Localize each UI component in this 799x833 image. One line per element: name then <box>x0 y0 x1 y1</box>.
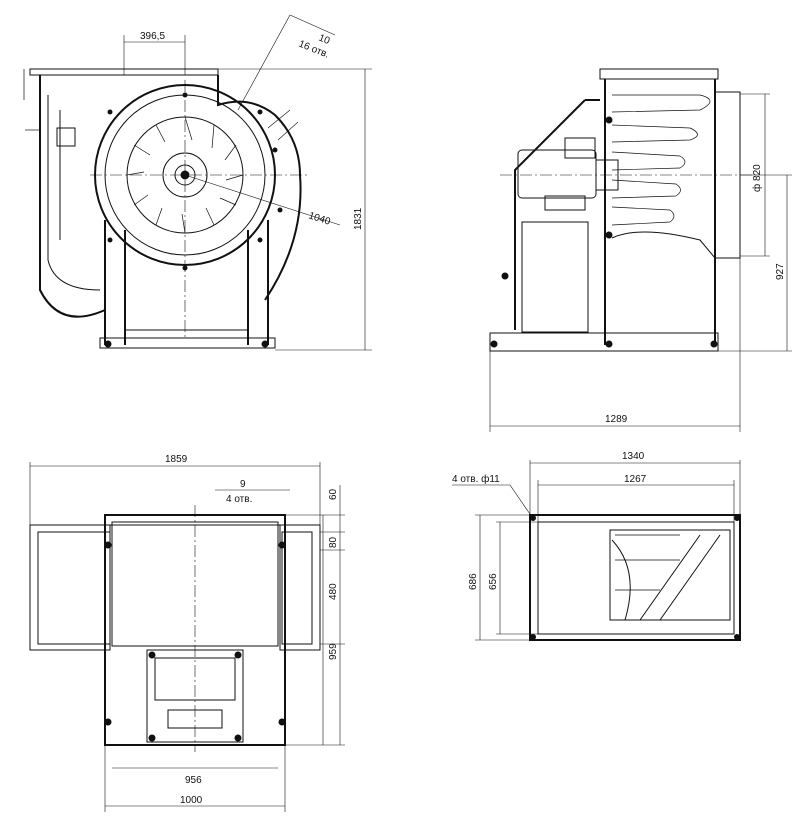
motor-body <box>517 149 597 199</box>
top-view: 1859 9 4 отв. 60 80 480 959 956 1000 <box>29 454 345 812</box>
dim-top-width: 1859 <box>165 454 188 465</box>
flange-tick <box>267 109 299 141</box>
side-housing <box>604 79 716 345</box>
dim-top-edge: 60 <box>328 488 339 500</box>
dim-total-height: 1831 <box>353 207 364 230</box>
stand-base <box>99 337 276 349</box>
dim-top-hole: 9 <box>240 479 246 490</box>
bolt <box>501 272 509 280</box>
inlet-view: 1340 1267 4 отв. ф11 686 656 <box>452 451 741 641</box>
dim-hole-size: 10 <box>317 33 332 48</box>
anchor-bolt <box>710 340 718 348</box>
dim-outlet-inner-height: 656 <box>488 573 499 590</box>
anchor-bolt <box>605 340 613 348</box>
side-view: ф 820 927 1289 <box>489 68 792 432</box>
motor-bolts <box>104 541 286 742</box>
bolt <box>605 231 613 239</box>
inlet-flange-outer <box>529 514 741 641</box>
dim-outlet-dia: ф 820 <box>751 164 763 192</box>
dim-top-depth: 480 <box>328 583 339 600</box>
terminal-box <box>564 137 596 159</box>
dim-outlet-width: 1340 <box>622 451 645 462</box>
leader <box>184 174 341 226</box>
stand-legs <box>104 220 269 345</box>
dim-top-hole-count: 4 отв. <box>226 494 252 505</box>
pedestal-plate <box>521 221 589 333</box>
outlet-duct-inner <box>37 531 111 645</box>
inlet-duct-inner <box>281 531 313 645</box>
impeller-blades <box>126 116 244 234</box>
pedestal-frame <box>514 99 600 330</box>
leader <box>237 14 291 111</box>
dim-top-gap: 80 <box>328 536 339 548</box>
impeller-blades-side <box>611 94 711 226</box>
leader <box>509 484 533 518</box>
anchor-bolt <box>261 340 269 348</box>
casing-inner-line <box>47 95 101 291</box>
dim-outlet-inner-width: 1267 <box>624 474 647 485</box>
inlet-bolts <box>530 515 740 640</box>
dim-side-length: 1289 <box>605 414 628 425</box>
impeller-frame <box>609 529 731 621</box>
dim-front-offset: 396,5 <box>140 31 165 42</box>
outlet-duct-left <box>29 524 111 651</box>
dim-base-inner: 956 <box>185 775 202 786</box>
dim-hole-note: 4 отв. ф11 <box>452 473 500 485</box>
motor-feet <box>544 195 586 211</box>
inlet-curve <box>611 539 631 621</box>
leader <box>289 14 336 36</box>
bolt <box>605 116 613 124</box>
dim-impeller: 1040 <box>307 210 332 227</box>
spiral-casing <box>39 75 302 318</box>
diagonal-ribs <box>639 534 721 621</box>
impeller-lines <box>615 534 680 591</box>
dim-outlet-height: 686 <box>468 573 479 590</box>
dim-axis-height: 927 <box>775 263 786 280</box>
inlet-lip <box>611 231 716 259</box>
front-view: 396,5 10 16 отв. 1040 1831 <box>23 14 372 351</box>
anchor-bolt <box>104 340 112 348</box>
inspection-hatch <box>56 127 76 147</box>
inlet-duct-right <box>279 524 321 651</box>
inlet-flange-inner <box>537 521 735 635</box>
dim-base-outer: 1000 <box>180 795 203 806</box>
anchor-bolt <box>490 340 498 348</box>
dim-top-total: 959 <box>328 643 339 660</box>
side-flange <box>599 68 719 80</box>
side-base <box>489 332 719 352</box>
